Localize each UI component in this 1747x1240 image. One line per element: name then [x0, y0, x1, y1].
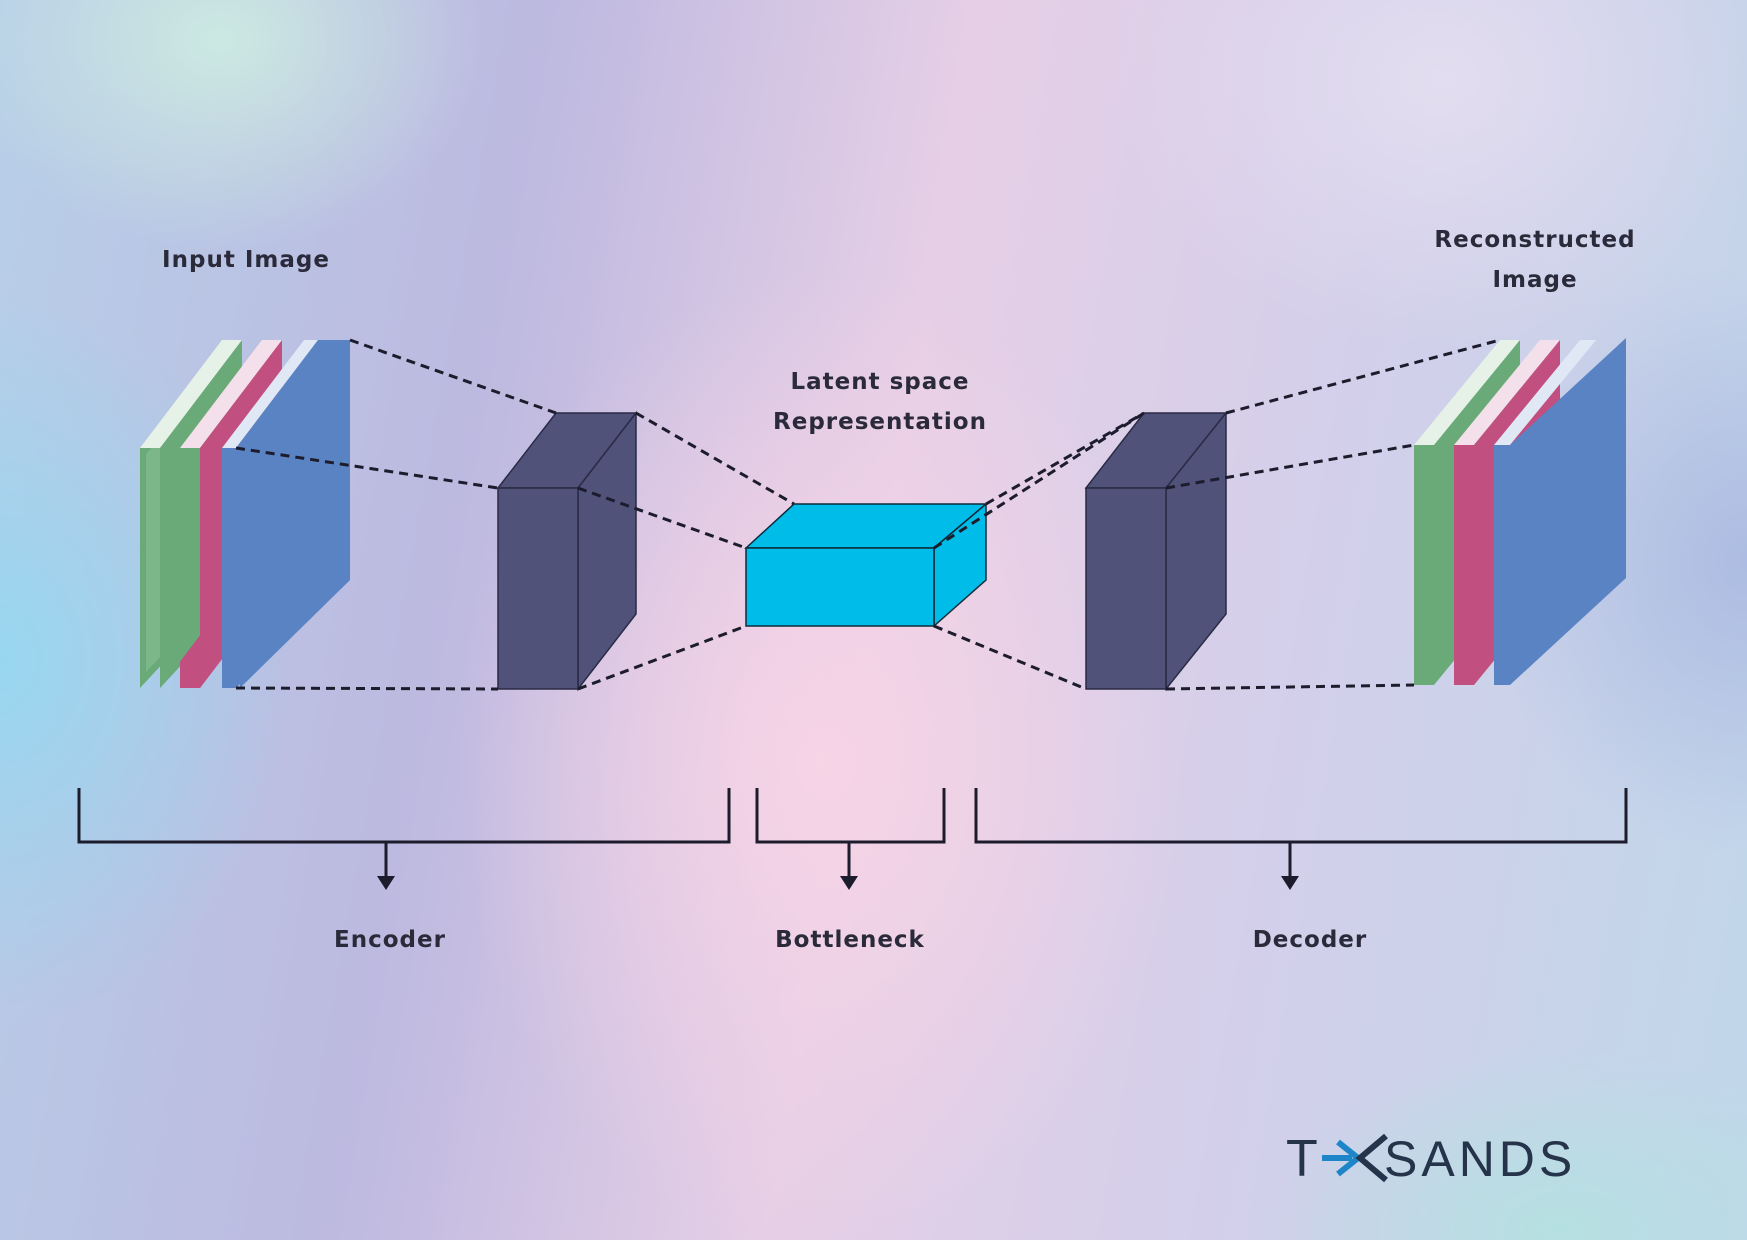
latent-label-line1: Latent space	[790, 369, 970, 395]
logo-left-text: T	[1286, 1130, 1320, 1188]
texsands-logo: T SANDS	[1286, 1130, 1576, 1188]
reconstructed-label-line1: Reconstructed	[1434, 227, 1636, 253]
latent-space-block	[744, 502, 989, 628]
logo-right-text: SANDS	[1384, 1131, 1576, 1187]
encoder-layer-block	[496, 410, 638, 692]
decoder-layer-block	[1084, 410, 1228, 692]
latent-label-line2: Representation	[773, 409, 987, 435]
reconstructed-image-stack	[1414, 338, 1626, 685]
input-image-label: Input Image	[162, 247, 330, 273]
input-image-stack	[140, 340, 350, 688]
logo-x-mark	[1322, 1133, 1388, 1183]
input-blue-channel	[222, 340, 350, 688]
bottleneck-label: Bottleneck	[775, 927, 925, 953]
dashed-connectors	[235, 338, 1501, 691]
encoder-bracket	[77, 788, 731, 890]
decoder-bracket	[974, 788, 1628, 890]
encoder-label: Encoder	[334, 927, 446, 953]
recon-blue-channel	[1494, 338, 1626, 685]
decoder-label: Decoder	[1252, 927, 1368, 953]
latent-space-label: Latent space Representation	[740, 362, 1020, 442]
bottleneck-bracket	[755, 788, 946, 890]
reconstructed-label-line2: Image	[1492, 267, 1578, 293]
reconstructed-image-label: Reconstructed Image	[1410, 220, 1660, 300]
